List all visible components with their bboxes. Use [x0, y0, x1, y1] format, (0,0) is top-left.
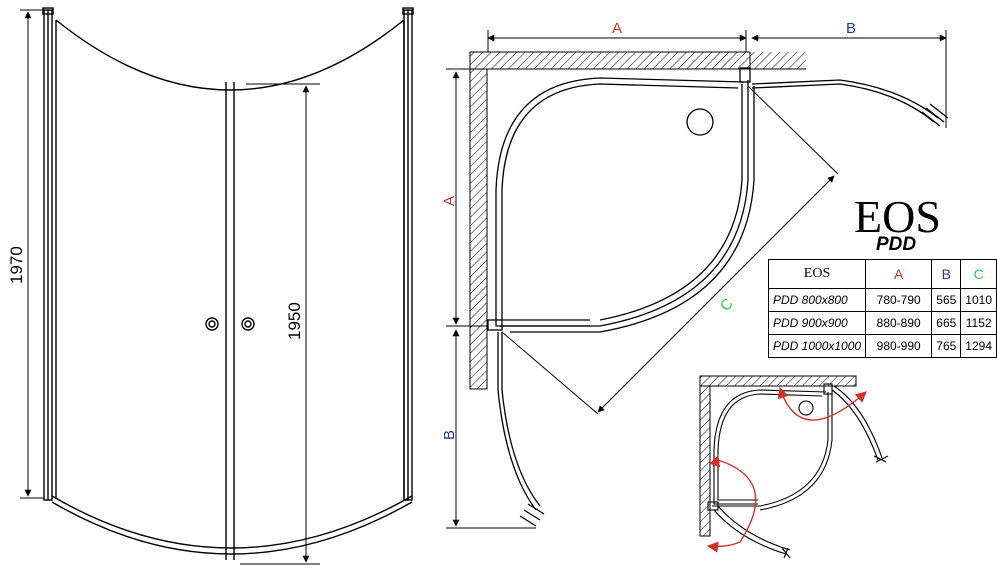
- swing-arrow-top: [777, 386, 867, 421]
- drain-icon: [686, 108, 714, 136]
- table-row: PDD 900x900 880-890 665 1152: [767, 311, 997, 335]
- drain-icon-small: [798, 400, 814, 416]
- spec-b: 765: [931, 334, 962, 358]
- spec-header-model: EOS: [767, 259, 867, 289]
- total-height-label: 1970: [7, 246, 26, 284]
- spec-a: 880-890: [865, 311, 933, 335]
- dim-label-c: C: [717, 295, 737, 315]
- spec-header-a: A: [865, 259, 933, 289]
- hinge-left: [487, 319, 503, 331]
- table-row: PDD 1000x1000 980-990 765 1294: [767, 334, 997, 358]
- table-row: PDD 800x800 780-790 565 1010: [767, 288, 997, 312]
- spec-c: 1010: [960, 288, 997, 312]
- spec-header-row: EOS A B C: [767, 259, 997, 289]
- dim-label-b-side: B: [441, 430, 458, 440]
- door-height-label: 1950: [285, 302, 304, 340]
- dim-label-a-top: A: [612, 20, 622, 37]
- plan-view: A B A B C: [441, 20, 949, 529]
- spec-header-c: C: [960, 259, 997, 289]
- spec-a: 980-990: [865, 334, 933, 358]
- top-arc: [55, 19, 405, 91]
- spec-table: EOS A B C PDD 800x800 780-790 565 1010 P…: [767, 259, 997, 358]
- spec-b: 565: [931, 288, 962, 312]
- dim-label-a-side: A: [441, 196, 458, 206]
- product-title: EOS: [854, 191, 941, 242]
- product-subtitle: PDD: [876, 234, 917, 255]
- swing-arrow-left: [706, 459, 757, 553]
- dim-label-b-top: B: [846, 20, 856, 37]
- front-elevation: [42, 7, 414, 560]
- door-handle-left: [205, 317, 219, 331]
- spec-a: 780-790: [865, 288, 933, 312]
- spec-c: 1152: [960, 311, 997, 335]
- spec-model: PDD 800x800: [767, 288, 867, 312]
- spec-b: 665: [931, 311, 962, 335]
- door-handle-right: [241, 317, 255, 331]
- spec-c: 1294: [960, 334, 997, 358]
- spec-header-b: B: [931, 259, 962, 289]
- hinge-top: [739, 67, 751, 83]
- spec-model: PDD 900x900: [767, 311, 867, 335]
- bottom-arc: [51, 495, 413, 549]
- spec-model: PDD 1000x1000: [767, 334, 867, 358]
- swing-diagram: [699, 375, 889, 559]
